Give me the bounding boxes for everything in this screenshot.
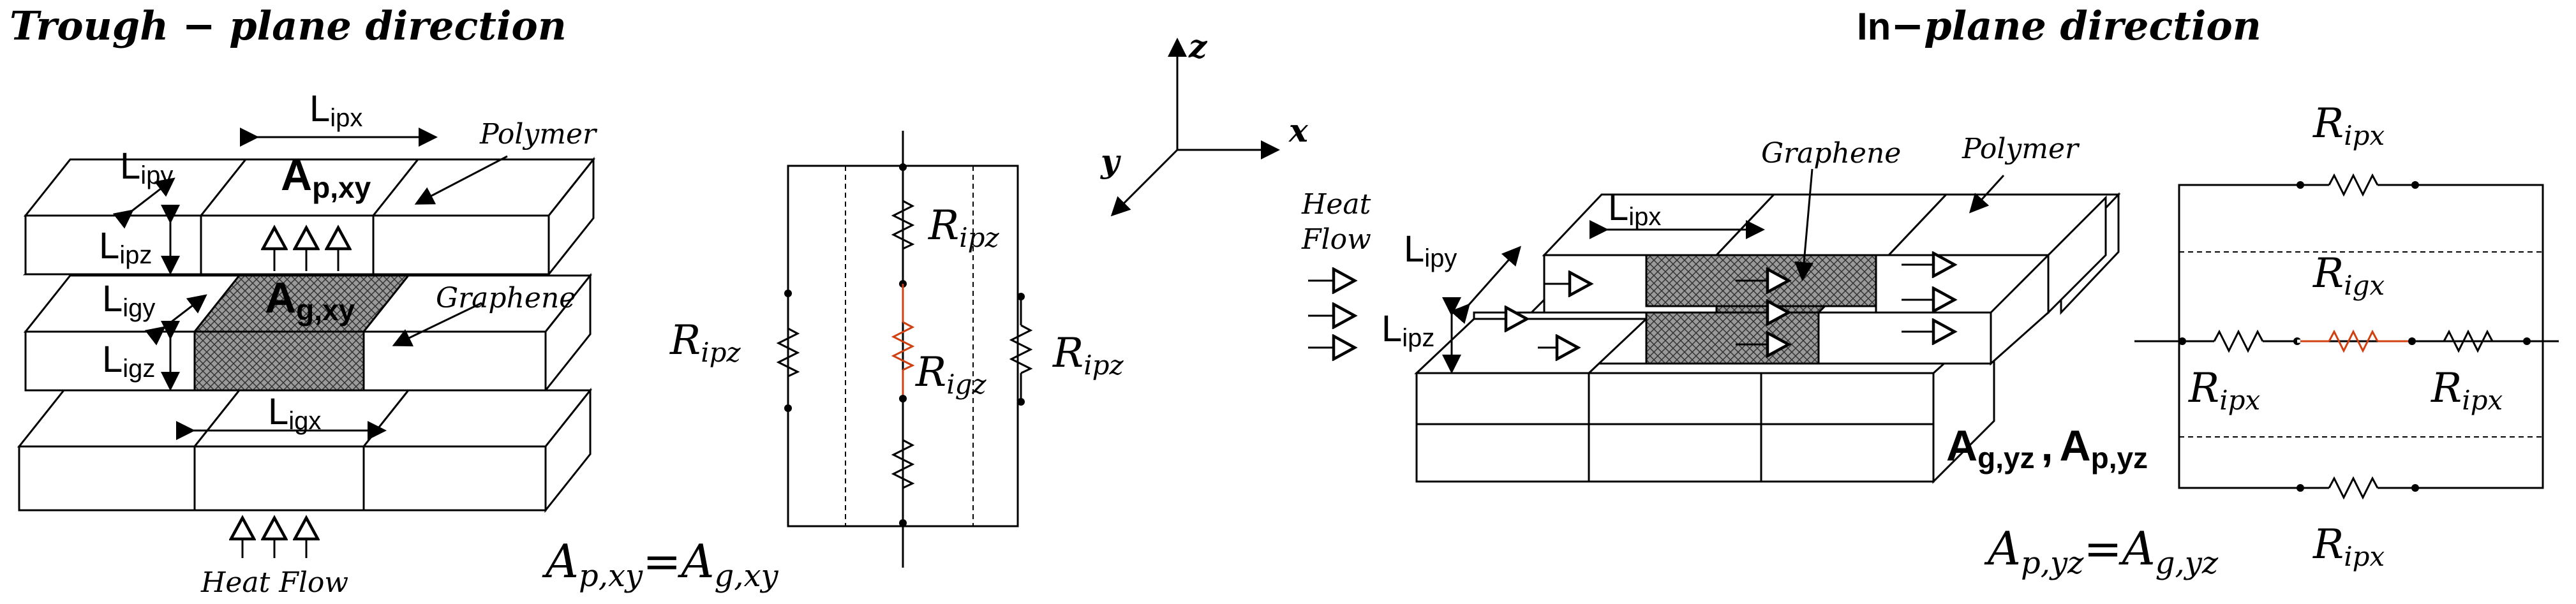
label-polymer-left: Polymer: [479, 118, 598, 151]
label-a-gxy: Ag,xy: [265, 274, 355, 327]
resistor-r-ipx-left: Ripx: [2188, 365, 2261, 416]
label-l-ipx: Lipx: [309, 88, 362, 132]
right-panel-title: In−plane direction: [1857, 3, 2261, 49]
axis-x-label: x: [1288, 112, 1309, 149]
label-l-ipz-right: Lipz: [1381, 308, 1434, 352]
resistor-r-ipx-bottom: Ripx: [2312, 521, 2385, 572]
right-stack: [1308, 168, 2121, 484]
label-flow-right: Flow: [1301, 223, 1371, 256]
label-l-ipz: Lipz: [99, 225, 152, 269]
label-heat-right: Heat: [1301, 188, 1371, 221]
label-l-igz: Ligz: [102, 339, 155, 383]
in-plane-circuit: [2134, 173, 2559, 500]
label-l-ipx-right: Lipx: [1608, 187, 1661, 231]
label-l-ipy: Lipy: [120, 145, 173, 189]
resistor-r-ipz-left: Ripz: [669, 317, 741, 368]
label-l-igy: Ligy: [102, 278, 155, 322]
resistor-r-igx: Rigx: [2312, 250, 2385, 301]
label-graphene-left: Graphene: [436, 282, 576, 314]
middle-layer: [23, 272, 593, 394]
resistor-r-ipx-top: Ripx: [2312, 100, 2385, 151]
label-l-ipy-right: Lipy: [1404, 228, 1457, 272]
resistor-r-ipz-top: Ripz: [928, 202, 1000, 253]
label-areas-right: Ag,yz,Ap,yz: [1946, 422, 2148, 475]
label-a-pxy: Ap,xy: [281, 151, 371, 204]
label-polymer-right: Polymer: [1962, 133, 2080, 165]
resistor-r-igz: Rigz: [915, 349, 987, 400]
label-heat-flow-left: Heat Flow: [200, 566, 348, 599]
equation-left: Ap,xy=Ag,xy: [542, 534, 779, 594]
resistor-r-ipx-right: Ripx: [2431, 365, 2503, 416]
through-plane-circuit: [776, 131, 1033, 568]
axis-z-label: z: [1188, 27, 1208, 65]
label-l-igx: Ligx: [268, 391, 321, 435]
left-panel-title: Trough − plane direction: [10, 3, 567, 49]
resistor-r-ipz-right: Ripz: [1052, 330, 1124, 381]
coordinate-axes: [1110, 38, 1280, 217]
left-stack: [17, 128, 596, 558]
equation-right: Ap,yz=Ag,yz: [1984, 522, 2219, 581]
label-graphene-right: Graphene: [1761, 137, 1901, 170]
axis-y-label: y: [1100, 142, 1121, 180]
